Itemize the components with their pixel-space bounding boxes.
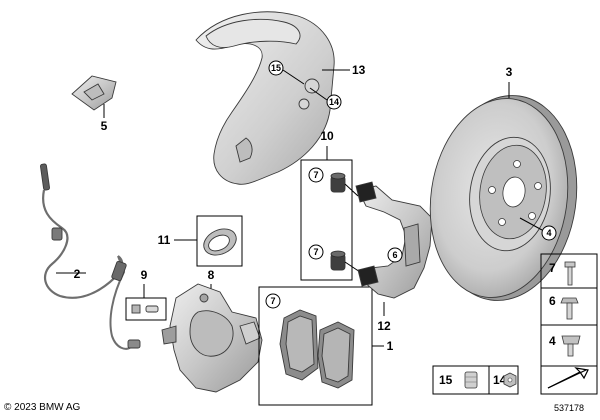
bleeder-screw (131, 304, 159, 314)
callout-13: 13 (352, 63, 366, 77)
legend-item-7: 7 (549, 261, 556, 275)
callout-7-top: 7 (313, 170, 318, 180)
callout-circle-14 (326, 94, 342, 110)
screw-4-icon (561, 335, 581, 357)
callout-circle-7-pads (265, 293, 281, 309)
guide-pins-box (300, 159, 353, 281)
callout-14: 14 (329, 97, 339, 107)
bleeder-box (125, 297, 167, 321)
callout-circle-4-disc (541, 225, 557, 241)
caliper-housing (161, 283, 263, 393)
callout-9: 9 (141, 268, 148, 282)
callout-circle-7-bottom (308, 244, 324, 260)
callout-10: 10 (320, 129, 334, 143)
dust-shield (195, 11, 335, 185)
callout-15: 15 (271, 63, 281, 73)
direction-arrow-icon (540, 365, 598, 395)
brake-disc (429, 95, 578, 301)
legend-item-15: 15 (439, 373, 453, 387)
caliper-carrier (355, 181, 433, 299)
brake-pad-inner (279, 309, 319, 381)
copyright-text: © 2023 BMW AG (4, 402, 81, 413)
callout-12: 12 (377, 319, 391, 333)
bolt-6-icon (560, 297, 579, 320)
diagram-id: 537178 (554, 403, 585, 413)
callout-8: 8 (208, 268, 215, 282)
callout-1: 1 (387, 339, 394, 353)
legend-item-4: 4 (549, 334, 556, 348)
callout-2: 2 (74, 267, 81, 281)
callout-circle-6-carrier (387, 247, 403, 263)
brake-pad-outer (317, 321, 355, 389)
callout-circle-15 (268, 60, 284, 76)
callout-11: 11 (158, 233, 171, 247)
callout-circle-7-top (308, 167, 324, 183)
callout-4-disc: 4 (546, 228, 551, 238)
callout-7-pads: 7 (270, 296, 275, 306)
seal-ring (203, 228, 237, 256)
callout-3: 3 (506, 65, 513, 79)
callout-6-carrier: 6 (392, 250, 397, 260)
wear-sensor-cable (40, 163, 141, 350)
threaded-insert-15-icon (464, 371, 478, 389)
wear-indicator-clip (71, 75, 117, 111)
guide-pin-bushing-top (330, 172, 346, 193)
legend-item-6: 6 (549, 294, 556, 308)
callout-7-bottom: 7 (313, 247, 318, 257)
guide-pin-bushing-bottom (330, 250, 346, 271)
fastener-legend: 7 6 4 15 14 (432, 253, 598, 395)
nut-14-icon (503, 372, 517, 388)
bolt-7-icon (564, 261, 576, 286)
legend-item-14: 14 (493, 373, 507, 387)
callout-5: 5 (101, 119, 108, 133)
seal-box (196, 215, 243, 267)
